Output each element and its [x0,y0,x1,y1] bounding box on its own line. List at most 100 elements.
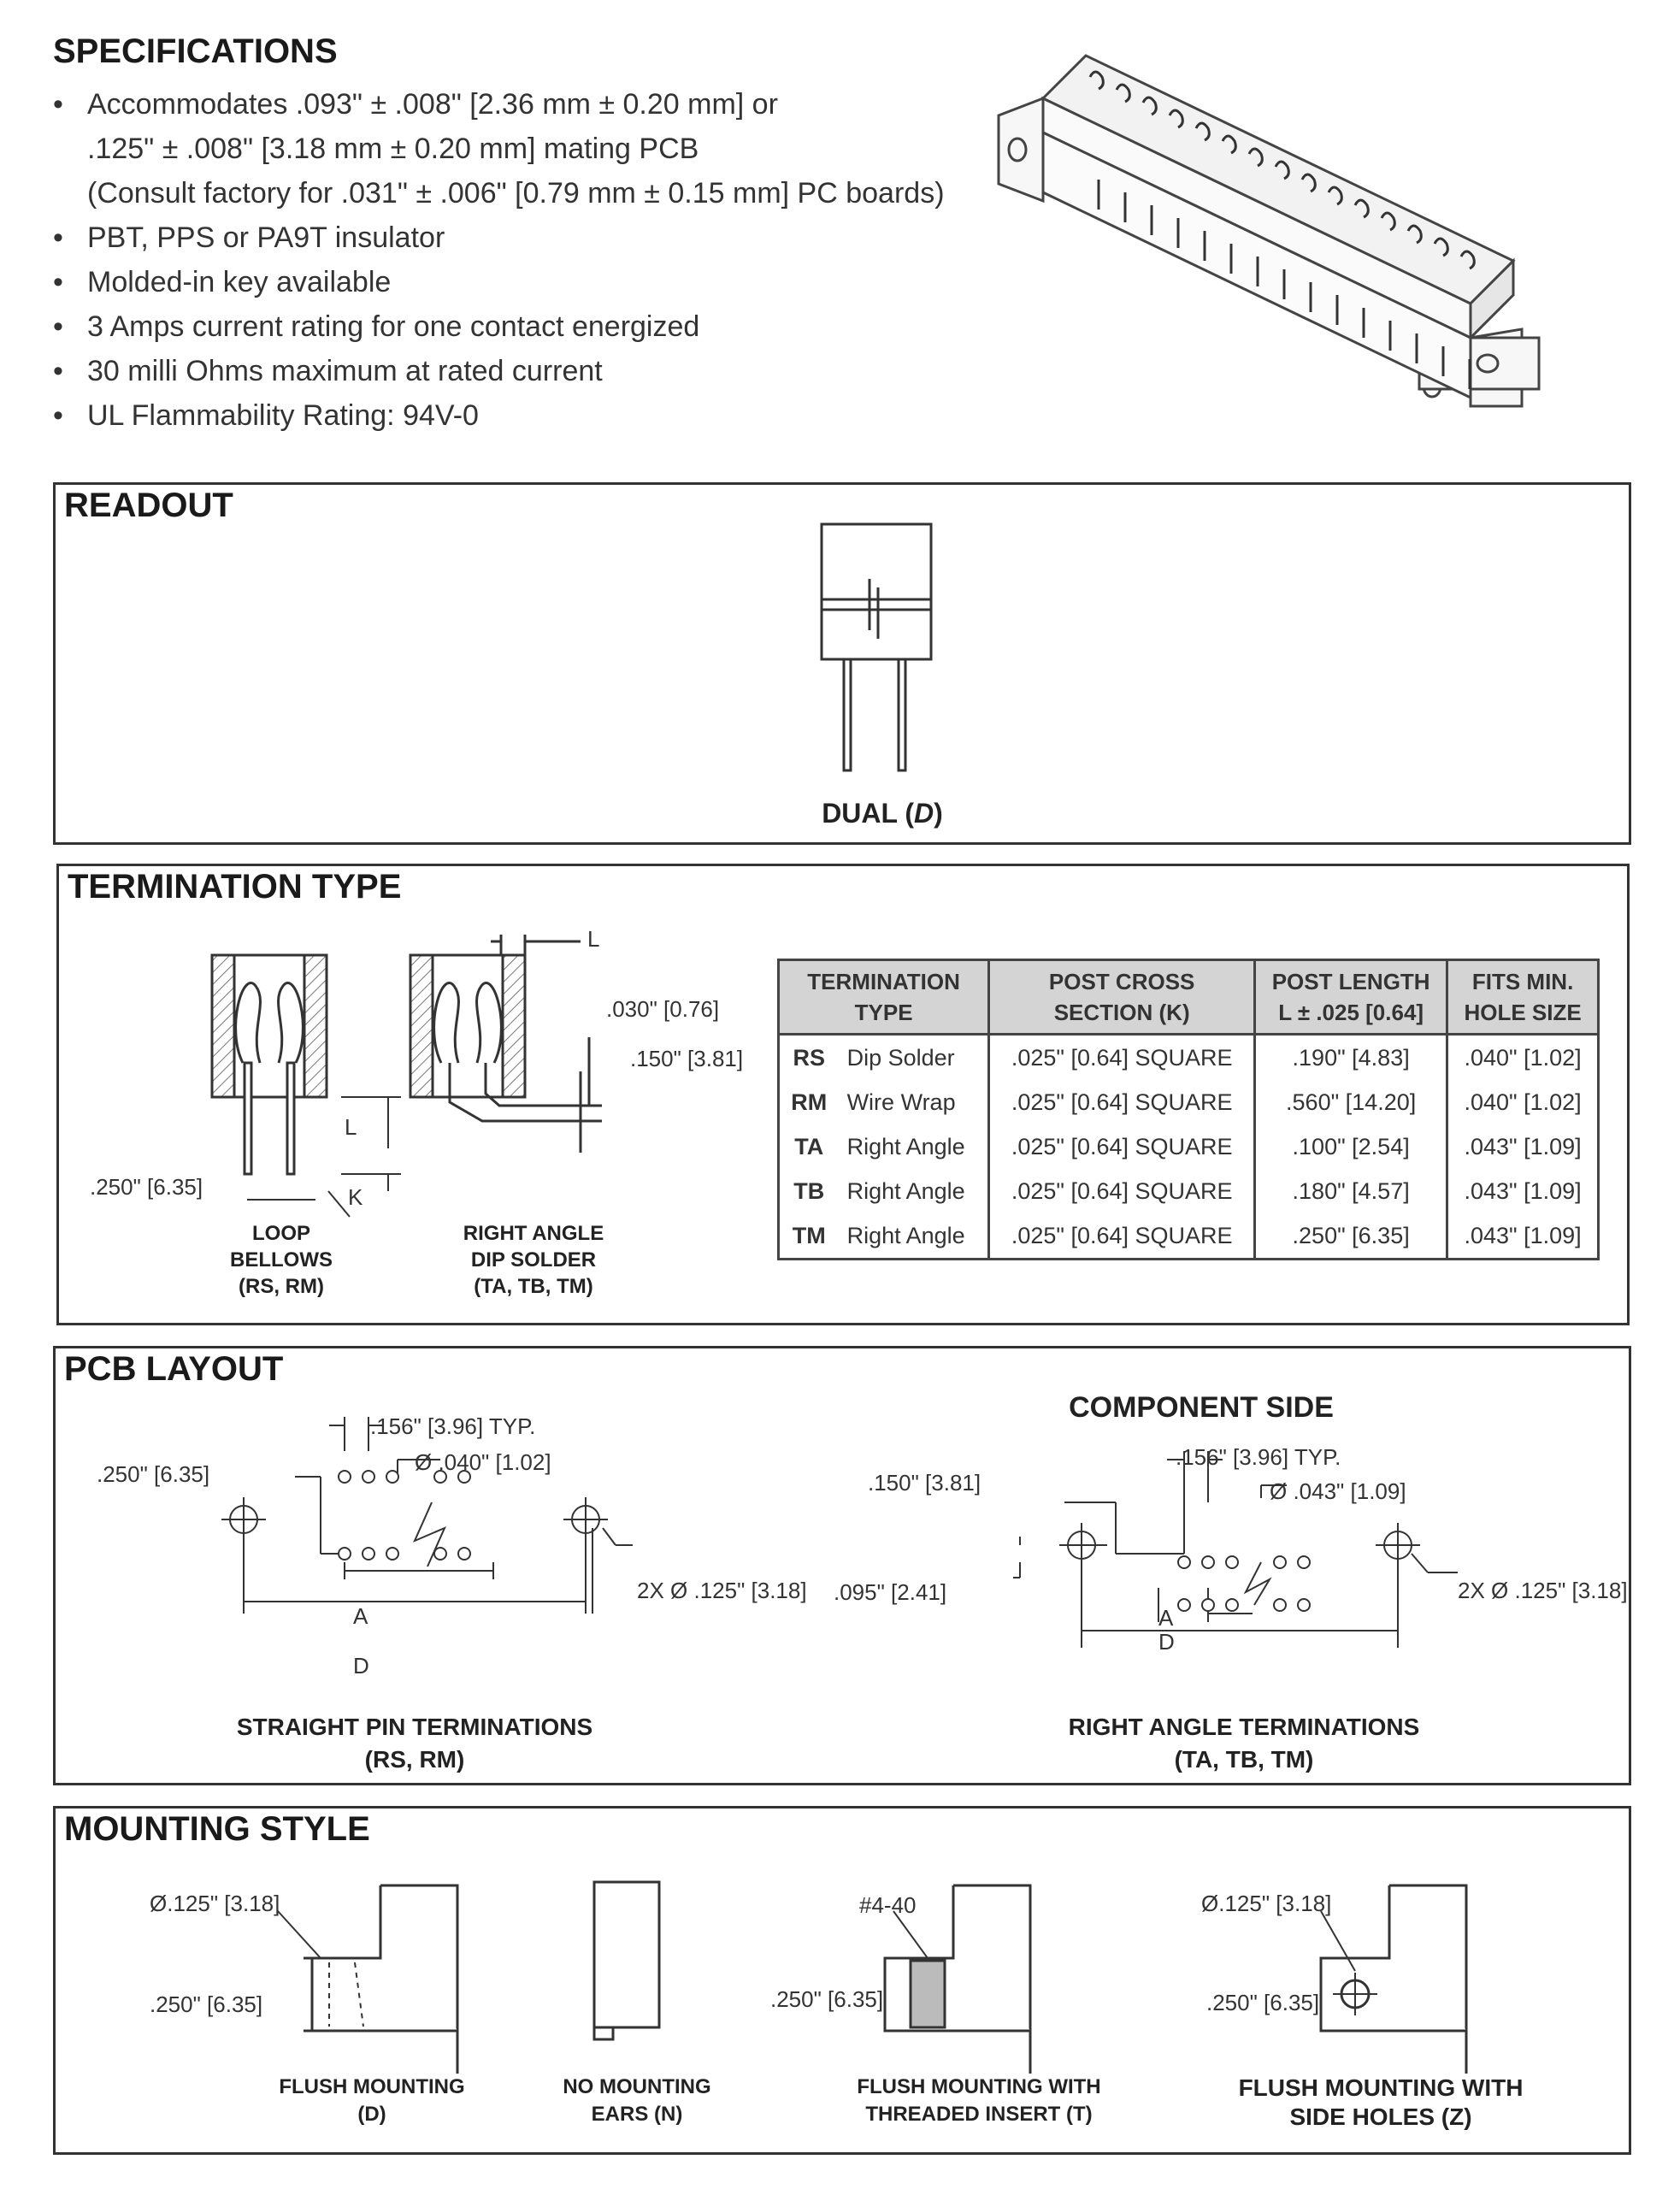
threaded-thread: #4-40 [859,1892,917,1918]
bullet-icon: • [53,355,63,387]
pcb-hole-icon [1201,1555,1215,1569]
caption-line: (D) [357,2103,386,2126]
contact-icon [1221,134,1237,155]
row-length: .190" [4.83] [1253,1034,1449,1080]
pcb-left-A: A [353,1603,368,1629]
header-line: TYPE [854,1000,913,1025]
bullet-icon: • [53,221,63,254]
flush-caption: FLUSH MOUNTING (D) [244,2074,500,2128]
pcb-hole-icon [338,1547,351,1561]
header-line: POST CROSS [1048,969,1195,994]
bullet-icon: • [53,266,63,298]
row-desc: Dip Solder [838,1034,991,1080]
pcb-hole-icon [457,1470,471,1484]
no-ears-drawing [592,1880,661,2041]
row-hole: .040" [1.02] [1446,1034,1600,1080]
loop-caption: LOOP BELLOWS (RS, RM) [196,1220,367,1300]
table-row: RM Wire Wrap .025" [0.64] SQUARE .560" [… [776,1080,1600,1124]
pcb-hole-icon [1297,1555,1311,1569]
caption-line: RIGHT ANGLE [463,1222,604,1245]
side-holes-dim: .250" [6.35] [1206,1990,1320,2015]
header-line: SECTION (K) [1053,1000,1190,1025]
pcb-right-offset1: .150" [3.81] [868,1470,981,1496]
caption-line: FLUSH MOUNTING [279,2075,465,2098]
row-post: .025" [0.64] SQUARE [987,1124,1257,1169]
row-post: .025" [0.64] SQUARE [987,1034,1257,1080]
contact-icon [1406,224,1423,245]
termination-title: TERMINATION TYPE [68,868,402,906]
right-angle-dim-030: .030" [0.76] [606,996,720,1022]
pcb-right-mount: 2X Ø .125" [3.18] [1458,1578,1628,1603]
side-holes-hole: Ø.125" [3.18] [1201,1891,1332,1916]
pcb-hole-icon [386,1547,399,1561]
contact-icon [1247,147,1264,168]
pcb-hole-icon [338,1470,351,1484]
right-angle-caption: RIGHT ANGLE DIP SOLDER (TA, TB, TM) [435,1220,632,1300]
pcb-hole-icon [362,1470,375,1484]
header-termination-type: TERMINATION TYPE [776,959,991,1035]
pcb-hole-icon [433,1547,447,1561]
row-code: TM [776,1213,839,1260]
termination-table: TERMINATION TYPE POST CROSS SECTION (K) PO… [776,959,1600,1260]
row-hole: .043" [1.09] [1446,1213,1600,1260]
spec-item: •UL Flammability Rating: 94V-0 [50,393,990,438]
bullet-icon: • [53,310,63,343]
header-post-cross: POST CROSS SECTION (K) [987,959,1257,1035]
pcb-hole-icon [1297,1598,1311,1612]
component-side-label: COMPONENT SIDE [1069,1391,1334,1424]
spec-item: •30 milli Ohms maximum at rated current [50,349,990,393]
contact-icon [1274,160,1290,180]
spec-text: 3 Amps current rating for one contact en… [87,310,700,343]
caption-line: (TA, TB, TM) [474,1275,593,1298]
pcb-right-A: A [1158,1605,1174,1631]
loop-dim-K: K [348,1184,363,1210]
caption-text: ) [934,798,943,829]
pcb-hole-icon [433,1470,447,1484]
caption-line: SIDE HOLES (Z) [1289,2103,1472,2130]
pcb-left-offset: .250" [6.35] [97,1461,210,1487]
row-post: .025" [0.64] SQUARE [987,1080,1257,1124]
pcb-hole-icon [1273,1555,1287,1569]
pcb-layout-panel: PCB LAYOUT COMPONENT SIDE [53,1346,1631,1785]
contact-icon [1088,70,1105,91]
right-angle-drawing [409,935,602,1153]
pcb-hole-icon [1225,1555,1239,1569]
spec-item: • PBT, PPS or PA9T insulator [50,215,990,260]
caption-text: DUAL ( [822,798,915,829]
row-desc: Right Angle [838,1169,991,1213]
pcb-hole-icon [386,1470,399,1484]
pcb-left-mount: 2X Ø .125" [3.18] [637,1578,807,1603]
row-desc: Wire Wrap [838,1080,991,1124]
straight-pin-caption: STRAIGHT PIN TERMINATIONS (RS, RM) [158,1711,671,1776]
spec-text: PBT, PPS or PA9T insulator [87,221,445,254]
termination-panel: TERMINATION TYPE .250" [6.35] L K [56,864,1630,1325]
contact-icon [1353,198,1370,219]
mounting-style-panel: MOUNTING STYLE Ø.125" [3.18] .250" [6.35… [53,1806,1631,2155]
row-post: .025" [0.64] SQUARE [987,1213,1257,1260]
table-row: TB Right Angle .025" [0.64] SQUARE .180"… [776,1169,1600,1213]
table-row: RS Dip Solder .025" [0.64] SQUARE .190" … [776,1034,1600,1080]
header-line: TERMINATION [807,969,960,994]
side-holes-drawing [1319,1884,1468,2074]
pcb-hole-icon [1225,1598,1239,1612]
side-holes-caption: FLUSH MOUNTING WITH SIDE HOLES (Z) [1218,2074,1543,2132]
spec-item: •Accommodates .093" ± .008" [2.36 mm ± 0… [50,82,990,215]
specifications-title: SPECIFICATIONS [53,32,338,70]
termination-table-header: TERMINATION TYPE POST CROSS SECTION (K) PO… [776,959,1600,1035]
row-code: TA [776,1124,839,1169]
readout-title: READOUT [64,487,233,524]
pcb-hole-icon [457,1547,471,1561]
row-code: TB [776,1169,839,1213]
row-desc: Right Angle [838,1213,991,1260]
table-row: TA Right Angle .025" [0.64] SQUARE .100"… [776,1124,1600,1169]
contact-icon [1115,83,1131,103]
loop-dim-250: .250" [6.35] [90,1174,203,1200]
bullet-icon: • [53,88,63,121]
dual-readout-drawing [820,522,933,772]
pcb-hole-icon [1177,1555,1191,1569]
loop-dim-L: L [345,1114,357,1140]
flush-dim: .250" [6.35] [150,1991,263,2017]
right-angle-dim-L: L [587,926,600,952]
caption-line: THREADED INSERT (T) [865,2103,1093,2126]
caption-line: FLUSH MOUNTING WITH [1238,2074,1524,2101]
